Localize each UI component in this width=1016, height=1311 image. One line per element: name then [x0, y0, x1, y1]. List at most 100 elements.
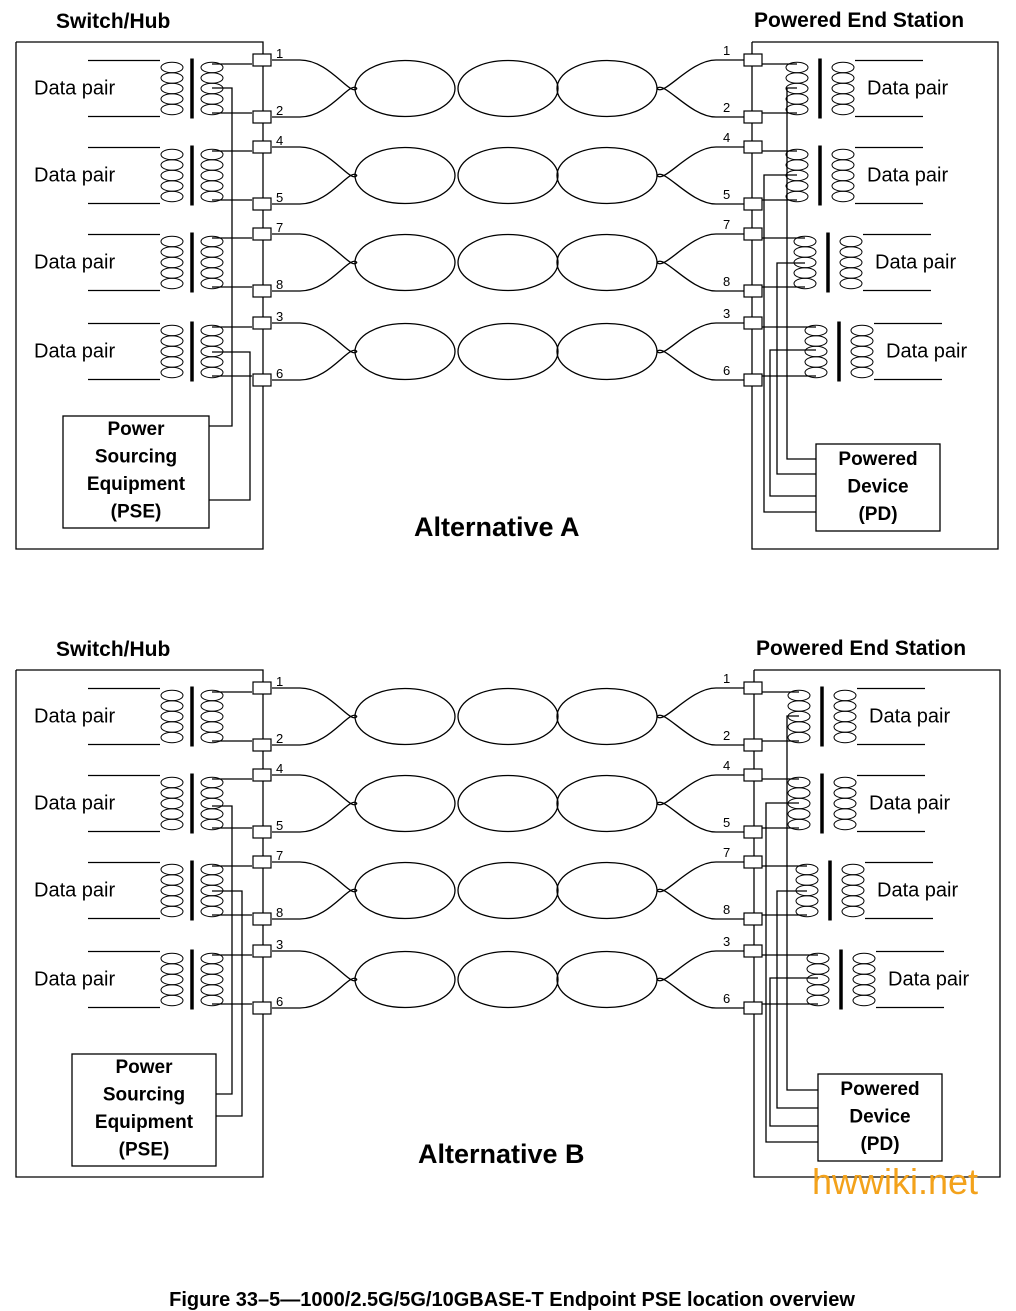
- right-terminal-top: [743, 944, 763, 958]
- left-terminal-top: [252, 768, 272, 782]
- pse-label-line: Equipment: [95, 1112, 194, 1133]
- left-pin-label-bottom: 6: [276, 994, 283, 1009]
- alternative-label: Alternative A: [414, 512, 580, 542]
- right-secondary-coil: [833, 689, 857, 744]
- left-primary-coil: [160, 863, 184, 918]
- right-pin-label-top: 1: [723, 43, 730, 58]
- alternative-label: Alternative B: [418, 1139, 585, 1169]
- pse-label-line: Power: [107, 419, 165, 440]
- left-pin-label-top: 3: [276, 309, 283, 324]
- pse-rect: [71, 1053, 217, 1167]
- right-pin-label-bottom: 6: [723, 991, 730, 1006]
- pse-feed-wire: [209, 87, 233, 427]
- right-terminal-bottom: [743, 912, 763, 926]
- left-pin-label-top: 4: [276, 133, 283, 148]
- pd-feed-wire: [769, 349, 816, 497]
- right-terminal-top: [743, 227, 763, 241]
- right-secondary-coil: [852, 952, 876, 1007]
- pd-label-line: Powered: [840, 1079, 919, 1100]
- twisted-pair-cable: [272, 59, 744, 118]
- left-pin-label-bottom: 8: [276, 277, 283, 292]
- figure-caption: Figure 33–5—1000/2.5G/5G/10GBASE-T Endpo…: [169, 1289, 855, 1311]
- right-secondary-coil: [831, 61, 855, 116]
- pd-rect: [815, 443, 941, 532]
- left-pin-label-bottom: 5: [276, 190, 283, 205]
- left-data-pair-label: Data pair: [34, 793, 115, 815]
- pse-feed-wire: [212, 805, 233, 1095]
- twisted-pair-cable: [272, 687, 744, 746]
- left-data-pair-label: Data pair: [34, 252, 115, 274]
- pse-label-line: (PSE): [119, 1140, 170, 1161]
- right-terminal-bottom: [743, 825, 763, 839]
- left-pin-label-bottom: 8: [276, 905, 283, 920]
- pse-label-line: Sourcing: [95, 447, 177, 468]
- right-pin-label-bottom: 5: [723, 187, 730, 202]
- left-pin-label-top: 3: [276, 937, 283, 952]
- right-pin-label-top: 7: [723, 845, 730, 860]
- left-terminal-top: [252, 855, 272, 869]
- pd-feed-wire: [763, 174, 816, 513]
- right-primary-coil: [795, 863, 819, 918]
- pd-feed-wire: [786, 87, 816, 460]
- right-pin-label-top: 3: [723, 934, 730, 949]
- twisted-pair-cable: [272, 950, 744, 1009]
- right-secondary-coil: [850, 324, 874, 379]
- left-terminal-top: [252, 681, 272, 695]
- left-pin-label-bottom: 2: [276, 103, 283, 118]
- right-terminal-top: [743, 53, 763, 67]
- left-primary-coil: [160, 776, 184, 831]
- right-terminal-top: [743, 855, 763, 869]
- left-pin-label-top: 1: [276, 674, 283, 689]
- right-primary-coil: [806, 952, 830, 1007]
- left-terminal-top: [252, 53, 272, 67]
- left-secondary-coil: [200, 148, 224, 203]
- left-primary-coil: [160, 148, 184, 203]
- right-pin-label-bottom: 2: [723, 728, 730, 743]
- twisted-pair-cable: [272, 861, 744, 920]
- left-terminal-top: [252, 944, 272, 958]
- right-data-pair-label: Data pair: [877, 880, 958, 902]
- pd-feed-wire: [776, 262, 816, 475]
- left-secondary-coil: [200, 776, 224, 831]
- right-pin-label-bottom: 2: [723, 100, 730, 115]
- right-secondary-coil: [839, 235, 863, 290]
- pse-feed-wire: [212, 890, 243, 1117]
- left-terminal-bottom: [252, 738, 272, 752]
- right-pin-label-top: 4: [723, 758, 730, 773]
- left-terminal-top: [252, 140, 272, 154]
- left-terminal-top: [252, 227, 272, 241]
- switch-enclosure: [15, 41, 264, 550]
- station-enclosure: [751, 41, 999, 550]
- right-terminal-top: [743, 316, 763, 330]
- left-pin-label-top: 1: [276, 46, 283, 61]
- pd-label-line: (PD): [858, 504, 897, 525]
- right-data-pair-label: Data pair: [869, 706, 950, 728]
- right-terminal-top: [743, 768, 763, 782]
- left-pin-label-top: 7: [276, 220, 283, 235]
- left-terminal-bottom: [252, 284, 272, 298]
- left-terminal-bottom: [252, 197, 272, 211]
- pse-rect: [62, 415, 210, 529]
- station-title: Powered End Station: [754, 9, 964, 32]
- left-primary-coil: [160, 324, 184, 379]
- right-data-pair-label: Data pair: [888, 969, 969, 991]
- left-data-pair-label: Data pair: [34, 78, 115, 100]
- right-secondary-coil: [833, 776, 857, 831]
- twisted-pair-cable: [272, 774, 744, 833]
- left-terminal-top: [252, 316, 272, 330]
- right-pin-label-bottom: 8: [723, 274, 730, 289]
- pd-feed-wire: [769, 977, 818, 1127]
- right-pin-label-top: 1: [723, 671, 730, 686]
- switch-enclosure: [15, 669, 264, 1178]
- right-primary-coil: [785, 148, 809, 203]
- right-secondary-coil: [831, 148, 855, 203]
- pse-label-line: Sourcing: [103, 1085, 185, 1106]
- right-terminal-top: [743, 681, 763, 695]
- right-terminal-bottom: [743, 373, 763, 387]
